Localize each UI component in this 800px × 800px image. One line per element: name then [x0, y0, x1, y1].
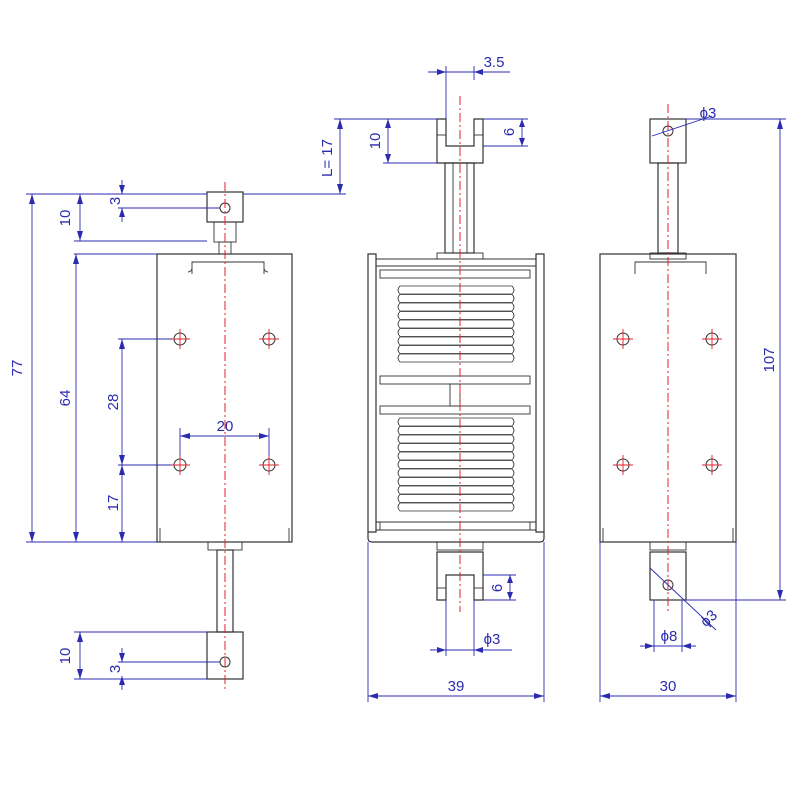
coil-winding	[397, 502, 515, 512]
dim-shaft-dia-8: ϕ8	[661, 628, 678, 645]
dim-hole-pitch-20: 20	[217, 418, 234, 435]
coil-winding	[397, 494, 515, 503]
coil-winding	[397, 426, 515, 435]
dim-lead-3-bottom: 3	[107, 665, 124, 673]
center-frame-sides	[367, 253, 545, 533]
coil-winding	[397, 285, 515, 295]
coil-winding	[397, 468, 515, 478]
coil-winding	[397, 345, 515, 354]
dim-pin-dia-3: ϕ3	[484, 631, 501, 648]
coil-winding	[397, 460, 515, 469]
left-view	[156, 182, 293, 692]
right-mounting-holes	[613, 329, 722, 475]
dim-body-64: 64	[57, 390, 74, 407]
dim-lead-10-bottom: 10	[57, 648, 74, 665]
coil-winding	[397, 434, 515, 444]
coil-winding	[397, 319, 515, 329]
dim-hole-dia-3-top: ϕ3	[700, 105, 717, 122]
lower-coil	[397, 417, 515, 512]
coil-winding	[397, 302, 515, 312]
center-bottom-clevis	[436, 551, 484, 601]
dim-hole-dia-3-bottom: ϕ3	[697, 607, 721, 631]
dim-width-30: 30	[660, 678, 677, 695]
coil-winding	[397, 336, 515, 346]
center-view	[367, 96, 545, 612]
coil-winding	[397, 294, 515, 303]
dim-overall-107: 107	[761, 347, 778, 372]
dim-hole-offset-17: 17	[105, 495, 122, 512]
left-dimensions: 77 10 3 64 28 17 20 10 3	[9, 180, 270, 690]
right-dimensions: ϕ3 107 ϕ3 ϕ8 30	[599, 105, 786, 702]
coil-winding	[397, 451, 515, 461]
coil-winding	[397, 328, 515, 337]
coil-winding	[397, 417, 515, 427]
coil-winding	[397, 477, 515, 486]
coil-winding	[397, 485, 515, 495]
dim-slot-6-bottom: 6	[489, 584, 506, 592]
coil-winding	[397, 443, 515, 452]
stroke-dimension: L= 17	[243, 118, 440, 195]
dim-plunger-10: 10	[367, 133, 384, 150]
dim-lead-3-top: 3	[107, 197, 124, 205]
dim-slot-3-5: 3.5	[484, 54, 505, 71]
right-view	[599, 104, 737, 612]
coil-winding	[397, 353, 515, 363]
dim-overall-77: 77	[9, 360, 26, 377]
dim-width-39: 39	[448, 678, 465, 695]
center-dimensions: 3.5 10 6 6 ϕ3 39	[367, 54, 545, 702]
coil-winding	[397, 311, 515, 320]
left-mounting-holes	[170, 329, 279, 475]
dim-stroke-L: L= 17	[319, 139, 336, 177]
dim-lead-10-top: 10	[57, 210, 74, 227]
upper-coil	[397, 285, 515, 363]
dim-hole-pitch-28: 28	[105, 394, 122, 411]
dim-slot-6-top: 6	[501, 128, 518, 136]
